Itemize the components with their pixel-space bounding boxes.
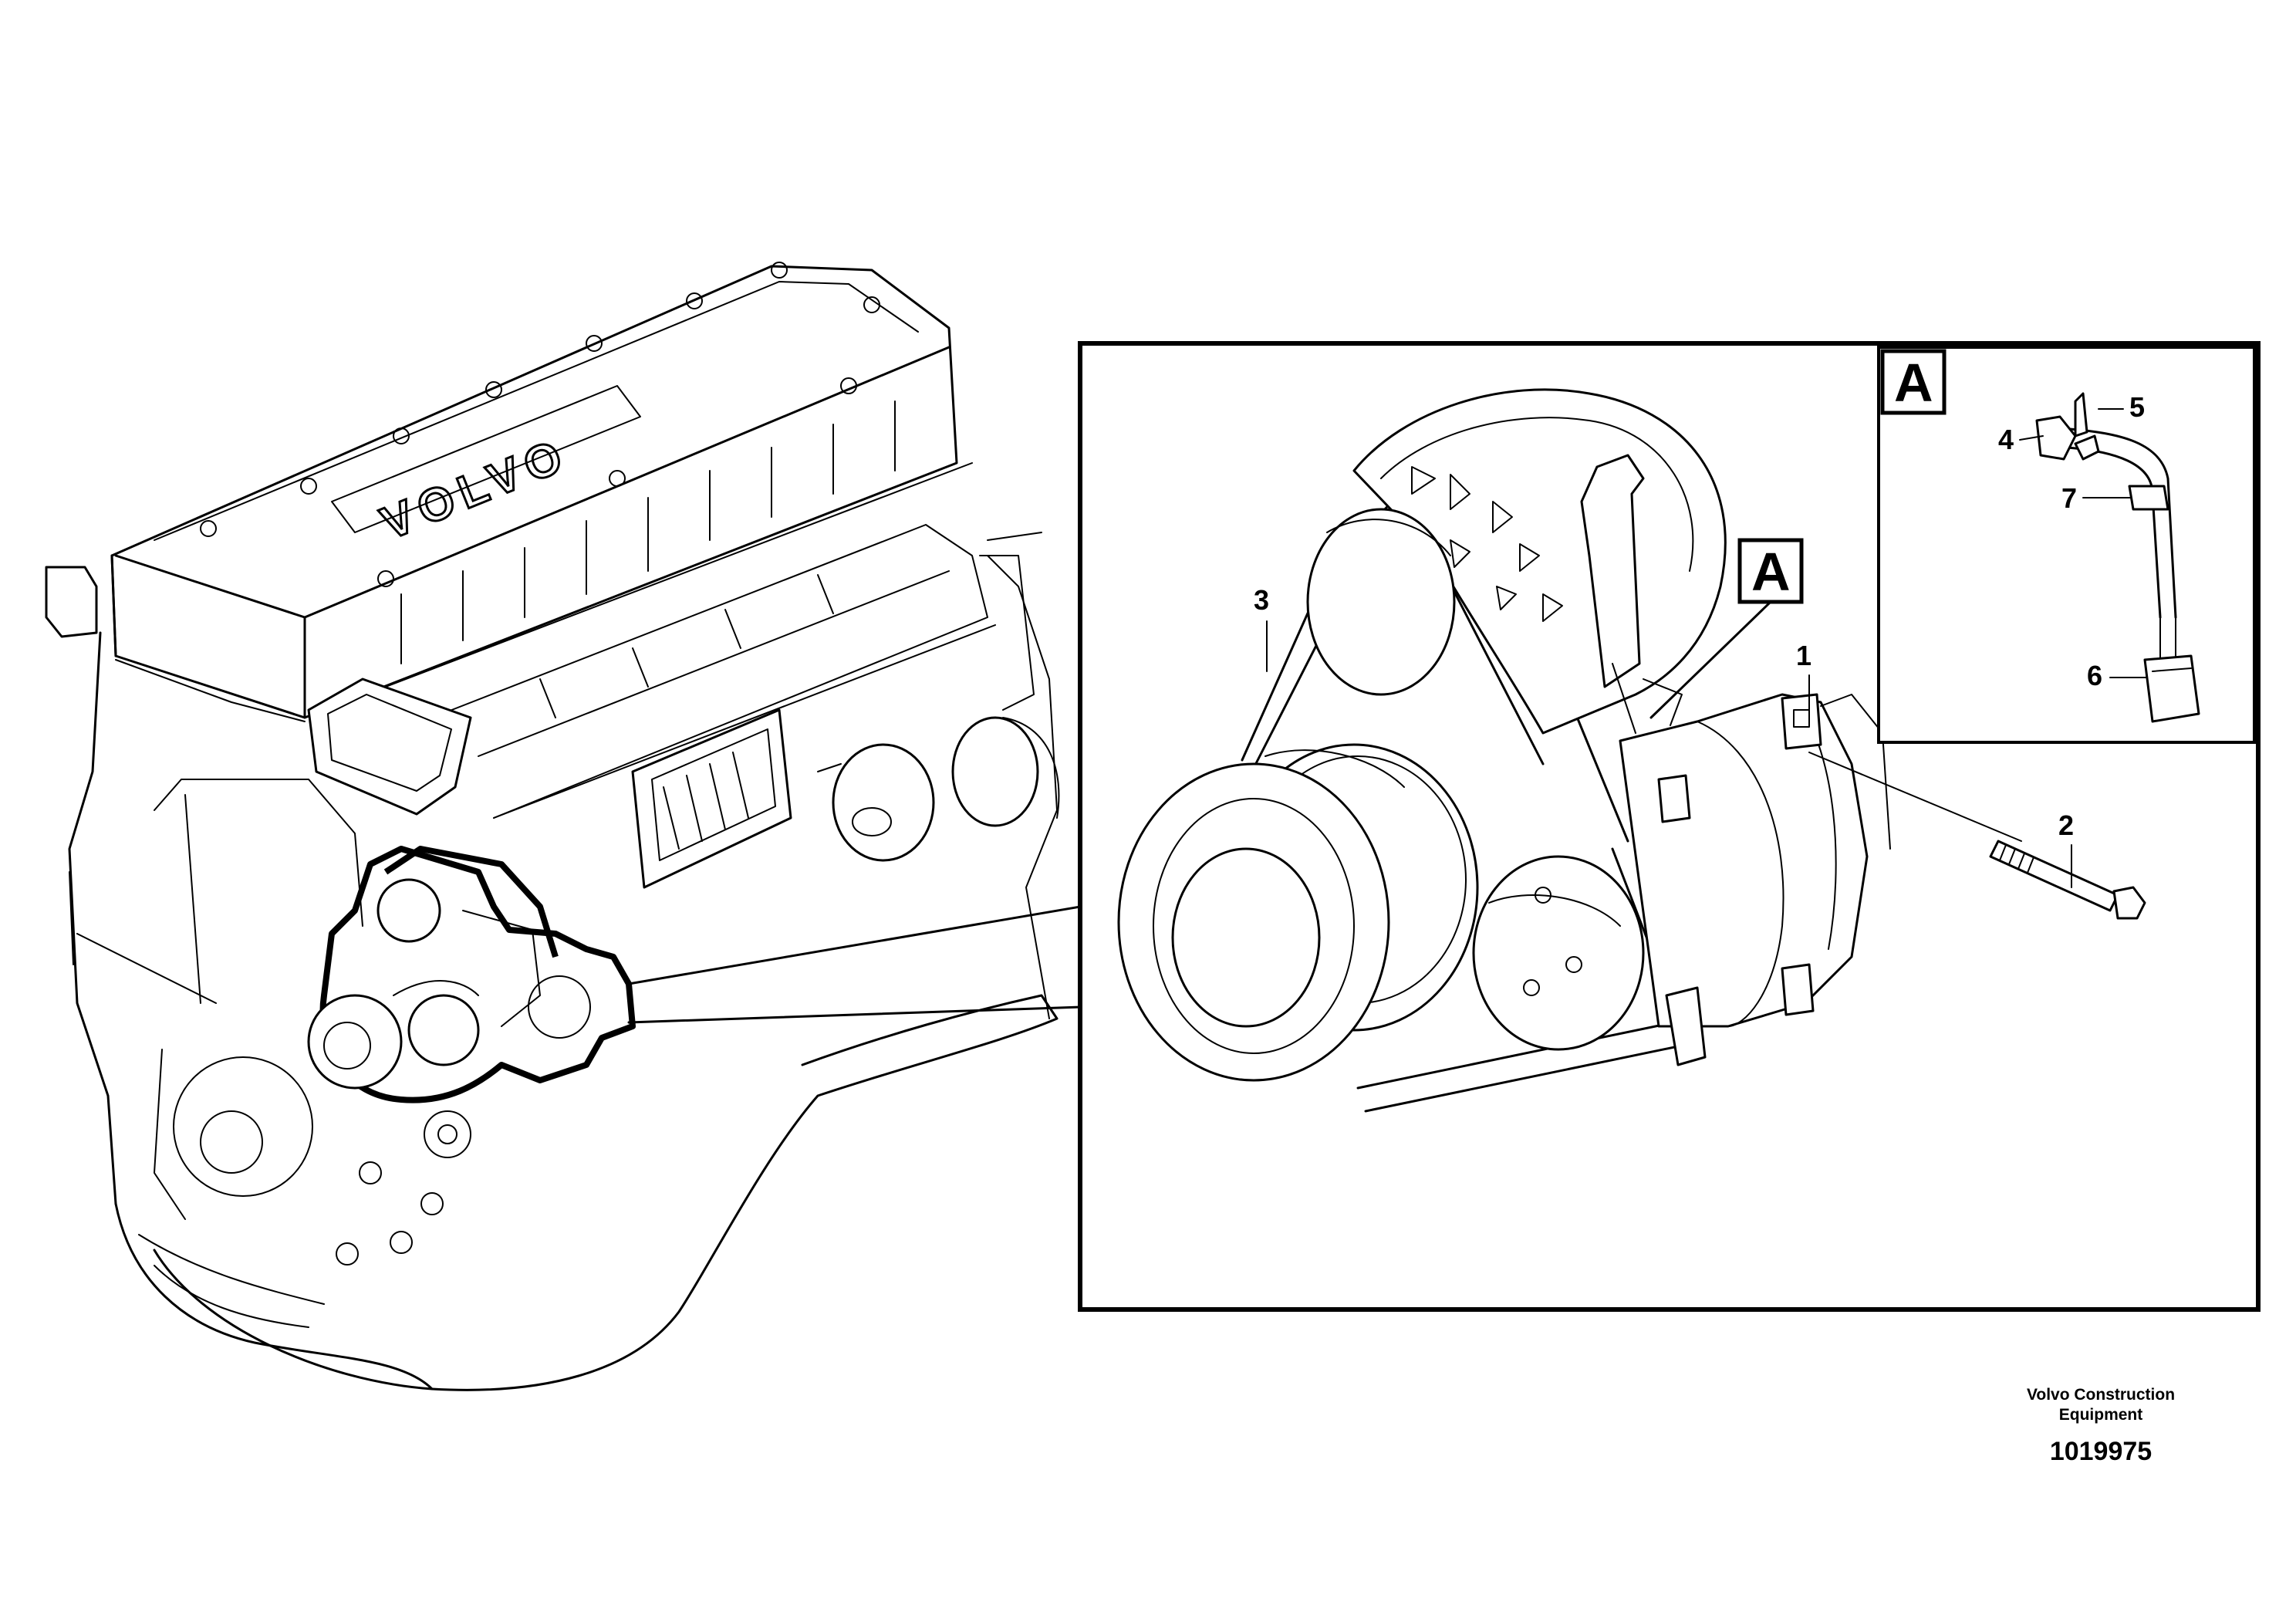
svg-text:5: 5 (2129, 391, 2145, 423)
detail-reference-label: A (1751, 542, 1791, 602)
engine-overview: VOLVO (45, 262, 1060, 1391)
svg-text:1: 1 (1796, 640, 1811, 671)
svg-text:4: 4 (1998, 424, 2014, 455)
inset-reference-label: A (1894, 353, 1933, 413)
svg-text:7: 7 (2061, 482, 2077, 514)
magnification-leaders (627, 905, 1082, 1024)
bolt (1808, 752, 2146, 920)
callout-2: 2 (2058, 809, 2074, 888)
footer: Volvo Construction Equipment 1019975 (2027, 1386, 2175, 1466)
document-number: 1019975 (2050, 1437, 2152, 1466)
callout-7: 7 (2061, 482, 2132, 514)
svg-text:2: 2 (2058, 809, 2074, 841)
publisher-line-2: Equipment (2059, 1406, 2143, 1424)
callout-4: 4 (1998, 424, 2044, 455)
callout-6: 6 (2087, 660, 2147, 691)
svg-text:3: 3 (1254, 584, 1269, 616)
svg-text:6: 6 (2087, 660, 2102, 691)
callout-1: 1 (1796, 640, 1811, 722)
publisher-line-1: Volvo Construction (2027, 1386, 2175, 1404)
callout-5: 5 (2098, 391, 2145, 423)
callout-3: 3 (1254, 584, 1269, 672)
inset-view-a: A 4 5 7 6 (1877, 346, 2256, 744)
